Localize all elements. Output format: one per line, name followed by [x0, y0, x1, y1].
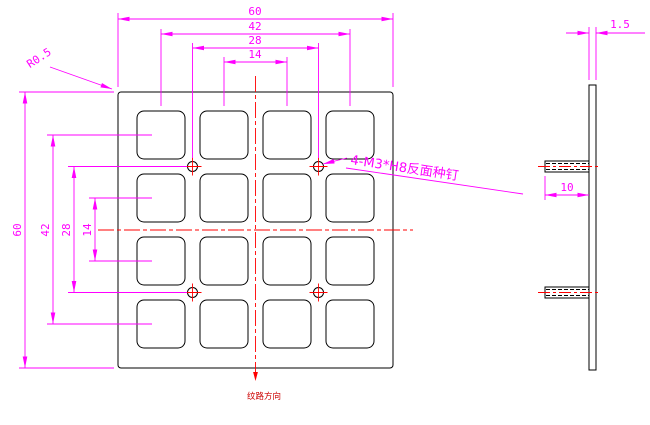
dim-text-top-28: 28 [248, 34, 261, 47]
stud-centerlines [538, 166, 601, 293]
dim-text-top-60: 60 [248, 5, 261, 18]
dim-text-left-28: 28 [60, 223, 73, 236]
outline-layer [117, 84, 597, 371]
dim-text-thickness: 1.5 [610, 18, 630, 31]
key-hole-square [262, 299, 312, 349]
key-hole-square [199, 110, 249, 160]
dim-text-left-42: 42 [39, 223, 52, 236]
hole-note-label: 4-M3*H8反面种钉 [349, 153, 459, 184]
key-hole-square [199, 299, 249, 349]
side-view-plate [588, 84, 597, 371]
leader-hole-note-underline [345, 167, 524, 195]
key-hole-square [199, 173, 249, 223]
dim-text-top-14: 14 [248, 48, 262, 61]
key-hole-square [325, 299, 375, 349]
dim-text-top-42: 42 [248, 20, 261, 33]
leader-corner-radius [49, 66, 113, 90]
dim-text-stud-length: 10 [560, 181, 573, 194]
key-hole-square [325, 173, 375, 223]
key-hole-square [199, 236, 249, 286]
key-hole-square [262, 110, 312, 160]
corner-radius-label: R0.5 [24, 45, 53, 70]
dim-text-left-60: 60 [11, 223, 24, 236]
centerline-layer [98, 76, 601, 381]
key-hole-square [262, 173, 312, 223]
leader-hole-note [322, 157, 348, 165]
key-hole-square [325, 110, 375, 160]
key-hole-square [262, 236, 312, 286]
grain-direction-label: 纹路方向 [247, 391, 281, 402]
key-hole-square [325, 236, 375, 286]
dimension-line-layer [19, 13, 645, 369]
dimension-text-layer: 60 42 28 14 60 42 28 14 R0.5 4-M3*H8反面种钉… [11, 5, 630, 402]
dim-text-left-14: 14 [81, 223, 94, 237]
